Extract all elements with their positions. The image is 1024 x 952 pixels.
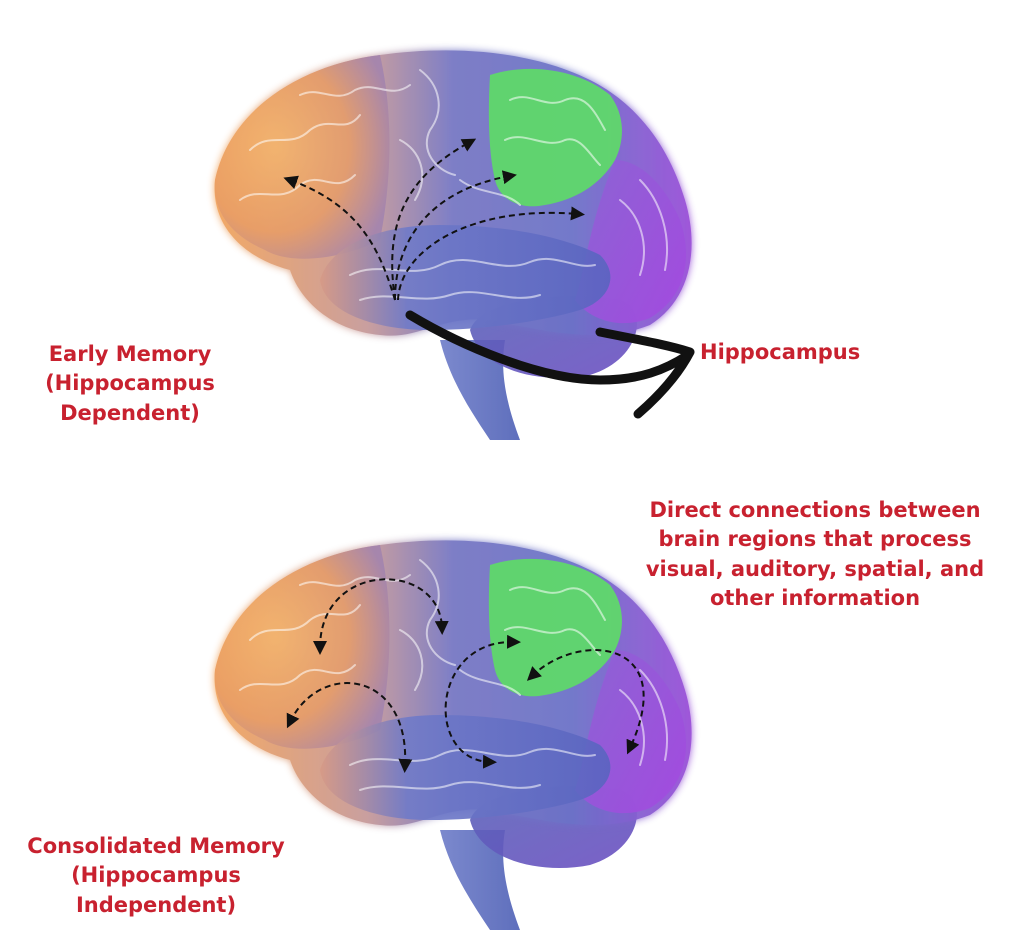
- consolidated-memory-line-3: Independent): [75, 892, 237, 917]
- hippocampus-connection-arrows: [283, 138, 585, 301]
- direct-connections-line-1: Direct connections between: [649, 498, 981, 522]
- early-memory-label: Early Memory (Hippocampus Dependent): [20, 340, 240, 428]
- direct-connections-label: Direct connections between brain regions…: [620, 496, 1010, 614]
- direct-connections-line-3: visual, auditory, spatial, and: [645, 556, 985, 581]
- hippocampus-arrow-icon: [405, 310, 695, 419]
- direct-connection-arrows: [286, 578, 645, 773]
- early-memory-line-3: Dependent): [60, 400, 200, 425]
- direct-connections-line-2: brain regions that process: [658, 527, 972, 552]
- hippocampus-label: Hippocampus: [700, 338, 900, 367]
- consolidated-memory-line-1: Consolidated Memory: [27, 834, 285, 858]
- brain-top-shape: [214, 50, 692, 440]
- consolidated-memory-label: Consolidated Memory (Hippocampus Indepen…: [0, 832, 312, 920]
- direct-connections-line-4: other information: [709, 586, 921, 611]
- early-memory-line-1: Early Memory: [48, 342, 212, 366]
- consolidated-memory-line-2: (Hippocampus: [71, 863, 241, 888]
- early-memory-line-2: (Hippocampus: [45, 371, 215, 396]
- hippocampus-text: Hippocampus: [700, 340, 861, 364]
